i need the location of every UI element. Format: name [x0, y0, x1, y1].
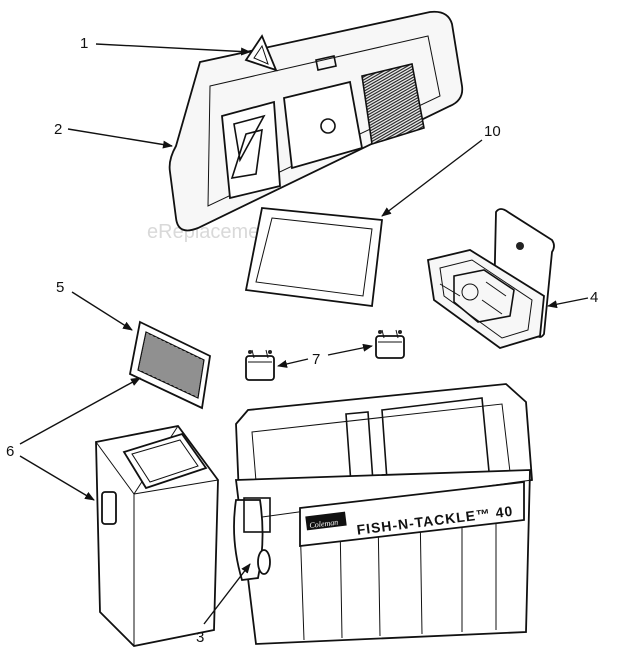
brand-logo-text: Coleman [309, 518, 339, 530]
callout-10: 10 [381, 123, 501, 217]
callout-label-3: 3 [196, 629, 204, 646]
lid-part [168, 10, 464, 232]
lid-window-part [244, 207, 383, 308]
callout-label-7: 7 [312, 351, 320, 368]
side-bin-part [95, 425, 219, 647]
callout-2: 2 [54, 121, 173, 149]
callout-5: 5 [56, 279, 133, 331]
callout-3: 3 [196, 563, 251, 646]
callout-label-4: 4 [590, 289, 598, 306]
callout-label-2: 2 [54, 121, 62, 138]
latch-part-left [245, 349, 275, 381]
lid-hinge-part [244, 34, 278, 72]
callout-4: 4 [547, 289, 598, 309]
callout-1: 1 [80, 35, 251, 56]
callout-label-6: 6 [6, 443, 14, 460]
tackle-tray-part [426, 208, 555, 349]
cooler-body [233, 383, 533, 645]
grill-insert-part [128, 320, 211, 410]
callout-6: 6 [6, 377, 141, 501]
latch-part-right [375, 329, 405, 359]
callout-label-1: 1 [80, 35, 88, 52]
callout-label-10: 10 [484, 123, 501, 140]
callout-label-5: 5 [56, 279, 64, 296]
callout-7: 7 [277, 343, 373, 368]
